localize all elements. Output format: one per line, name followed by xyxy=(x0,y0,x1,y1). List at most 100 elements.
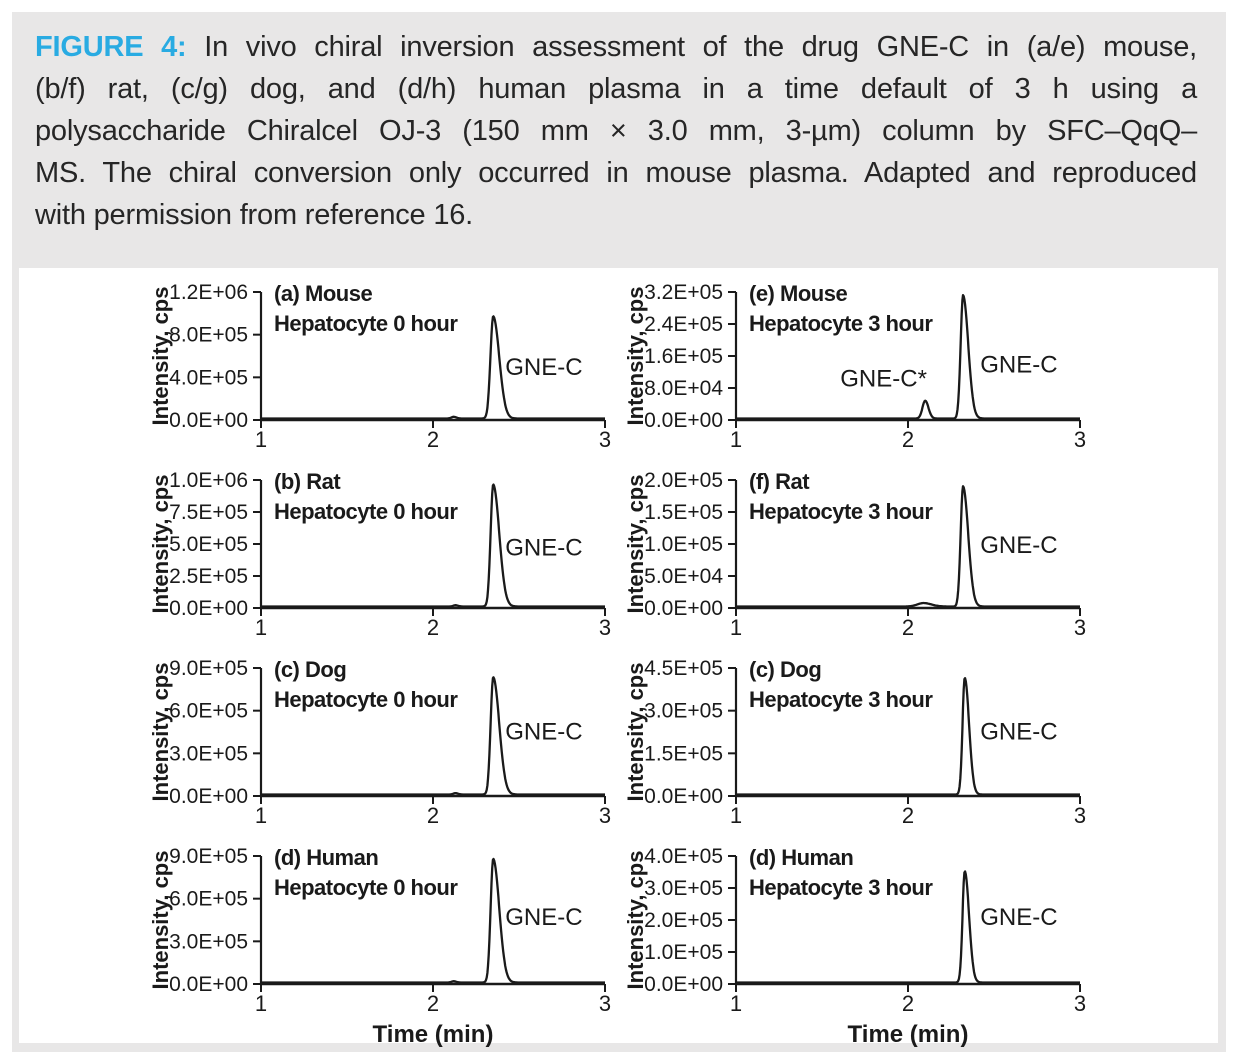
trace-c xyxy=(260,676,606,796)
trace-a xyxy=(260,315,606,420)
y-tick-label-f: 0.0E+00 xyxy=(644,597,723,620)
x-tick-label-a: 2 xyxy=(427,427,439,451)
panel-title-b-line1: (b) Rat xyxy=(274,469,341,494)
y-tick-label-e: 0.0E+00 xyxy=(644,409,723,432)
peak-label-g: GNE-C xyxy=(980,719,1057,746)
y-tick-label-h: 4.0E+05 xyxy=(644,845,723,868)
y-axis-title-g: Intensity, cps xyxy=(623,663,648,802)
panel-title-c-line1: (c) Dog xyxy=(274,657,346,682)
panel-title-c-line2: Hepatocyte 0 hour xyxy=(274,687,458,712)
panel-title-f-line1: (f) Rat xyxy=(749,469,810,494)
panel-title-a-line2: Hepatocyte 0 hour xyxy=(274,311,458,336)
x-tick-label-g: 3 xyxy=(1074,803,1086,827)
peak-label-h: GNE-C xyxy=(980,904,1057,931)
x-tick-label-f: 2 xyxy=(902,615,914,639)
y-tick-label-g: 3.0E+05 xyxy=(644,700,723,723)
x-tick-label-d: 1 xyxy=(255,991,267,1016)
x-tick-label-a: 3 xyxy=(599,427,611,451)
y-tick-label-b: 5.0E+05 xyxy=(169,533,248,556)
x-tick-label-h: 3 xyxy=(1074,991,1086,1016)
y-tick-label-d: 3.0E+05 xyxy=(169,930,248,953)
figure-caption-label: FIGURE 4: xyxy=(35,31,205,63)
trace-h xyxy=(735,870,1081,984)
caption-line-1: FIGURE 4: In vivo chiral inversion asses… xyxy=(35,31,1197,63)
trace-f xyxy=(735,485,1081,608)
y-axis-title-f: Intensity, cps xyxy=(623,475,648,614)
y-axis-title-b: Intensity, cps xyxy=(148,475,173,614)
peak-label-e: GNE-C xyxy=(980,352,1057,379)
y-tick-label-b: 0.0E+00 xyxy=(169,597,248,620)
x-tick-label-g: 2 xyxy=(902,803,914,827)
peak-label-e: GNE-C* xyxy=(840,366,927,393)
x-tick-label-c: 1 xyxy=(255,803,267,827)
y-tick-label-d: 9.0E+05 xyxy=(169,845,248,868)
x-tick-label-f: 1 xyxy=(730,615,742,639)
y-tick-label-c: 6.0E+05 xyxy=(169,700,248,723)
y-axis-title-d: Intensity, cps xyxy=(148,851,173,990)
x-tick-label-g: 1 xyxy=(730,803,742,827)
x-tick-label-h: 2 xyxy=(902,991,914,1016)
panel-title-d-line2: Hepatocyte 0 hour xyxy=(274,875,458,900)
panel-title-f-line2: Hepatocyte 3 hour xyxy=(749,499,933,524)
y-axis-title-e: Intensity, cps xyxy=(623,287,648,426)
trace-g xyxy=(735,677,1081,796)
y-tick-label-e: 1.6E+05 xyxy=(644,345,723,368)
panel-title-a-line1: (a) Mouse xyxy=(274,281,372,306)
trace-b xyxy=(260,483,606,608)
y-tick-label-c: 9.0E+05 xyxy=(169,657,248,680)
x-tick-label-e: 2 xyxy=(902,427,914,451)
y-tick-label-f: 1.5E+05 xyxy=(644,501,723,524)
panel-title-g-line2: Hepatocyte 3 hour xyxy=(749,687,933,712)
x-tick-label-h: 1 xyxy=(730,991,742,1016)
y-tick-label-e: 8.0E+04 xyxy=(644,377,723,400)
y-tick-label-c: 3.0E+05 xyxy=(169,742,248,765)
x-tick-label-e: 1 xyxy=(730,427,742,451)
caption-line-3: polysaccharide Chiralcel OJ-3 (150 mm × … xyxy=(35,115,1197,147)
y-tick-label-a: 8.0E+05 xyxy=(169,324,248,347)
trace-d xyxy=(260,857,606,984)
y-tick-label-d: 0.0E+00 xyxy=(169,973,248,996)
y-tick-label-h: 3.0E+05 xyxy=(644,877,723,900)
y-tick-label-b: 7.5E+05 xyxy=(169,501,248,524)
x-tick-label-c: 3 xyxy=(599,803,611,827)
peak-label-a: GNE-C xyxy=(505,354,582,381)
y-tick-label-b: 1.0E+06 xyxy=(169,469,248,492)
y-axis-title-c: Intensity, cps xyxy=(148,663,173,802)
chromatogram-grid: 0.0E+00 4.0E+05 8.0E+05 1.2E+06 1 2 3 (a) Mouse… xyxy=(19,268,1218,1048)
panel-title-b-line2: Hepatocyte 0 hour xyxy=(274,499,458,524)
figure-caption: FIGURE 4: In vivo chiral inversion asses… xyxy=(35,26,1197,236)
x-tick-label-e: 3 xyxy=(1074,427,1086,451)
y-tick-label-e: 2.4E+05 xyxy=(644,313,723,336)
y-axis-title-a: Intensity, cps xyxy=(148,287,173,426)
panel-title-h-line2: Hepatocyte 3 hour xyxy=(749,875,933,900)
y-tick-label-a: 0.0E+00 xyxy=(169,409,248,432)
y-tick-label-a: 4.0E+05 xyxy=(169,366,248,389)
peak-label-d: GNE-C xyxy=(505,904,582,931)
y-tick-label-h: 0.0E+00 xyxy=(644,973,723,996)
x-axis-title-d: Time (min) xyxy=(373,1021,494,1048)
x-tick-label-d: 2 xyxy=(427,991,439,1016)
x-tick-label-b: 1 xyxy=(255,615,267,639)
x-tick-label-f: 3 xyxy=(1074,615,1086,639)
x-tick-label-b: 3 xyxy=(599,615,611,639)
x-tick-label-c: 2 xyxy=(427,803,439,827)
caption-line-2: (b/f) rat, (c/g) dog, and (d/h) human pl… xyxy=(35,73,1197,105)
y-tick-label-h: 1.0E+05 xyxy=(644,941,723,964)
x-tick-label-d: 3 xyxy=(599,991,611,1016)
y-tick-label-a: 1.2E+06 xyxy=(169,281,248,304)
x-tick-label-b: 2 xyxy=(427,615,439,639)
